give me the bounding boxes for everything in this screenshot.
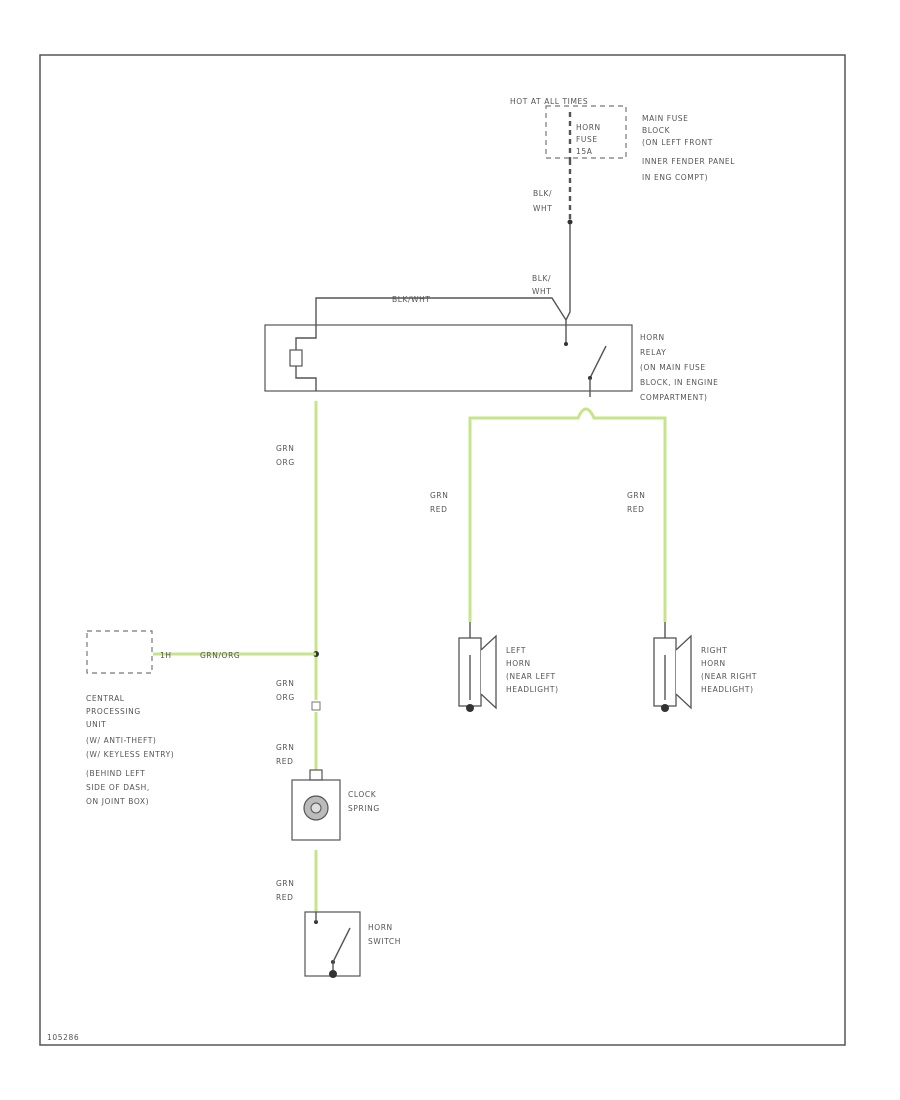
left-horn-desc-3: (NEAR LEFT	[506, 672, 556, 681]
horn-switch-desc-2: SWITCH	[368, 937, 401, 946]
main-fuse-block: HOT AT ALL TIMES HORN FUSE 15A MAIN FUSE…	[510, 97, 735, 182]
clock-spring-tab	[309, 769, 323, 781]
fuse-block-desc-1: MAIN FUSE	[642, 114, 689, 123]
fuse-block-outline	[545, 105, 627, 159]
hot-at-all-times-label: HOT AT ALL TIMES	[510, 97, 588, 106]
connector-small	[311, 701, 321, 711]
grn-org-2-b: ORG	[276, 693, 295, 702]
cpu-desc-6: (BEHIND LEFT	[86, 769, 145, 778]
horn-relay: HORN RELAY (ON MAIN FUSE BLOCK, IN ENGIN…	[264, 320, 718, 402]
right-horn: RIGHT HORN (NEAR RIGHT HEADLIGHT)	[653, 622, 757, 712]
relay-switch-arm	[589, 345, 607, 379]
right-horn-desc-2: HORN	[701, 659, 726, 668]
relay-coil-symbol	[289, 349, 303, 367]
horn-relay-desc-4: BLOCK, IN ENGINE	[640, 378, 718, 387]
relay-contact-top	[564, 342, 568, 346]
left-horn-desc-1: LEFT	[506, 646, 526, 655]
grn-org-2-a: GRN	[276, 679, 294, 688]
horn-switch: HORN SWITCH	[304, 911, 401, 978]
blk-wht-mid-2: WHT	[532, 287, 551, 296]
grn-org-1-b: ORG	[276, 458, 295, 467]
grn-red-3-a: GRN	[276, 743, 294, 752]
right-horn-ground	[661, 704, 669, 712]
left-horn-ground	[466, 704, 474, 712]
right-horn-desc-3: (NEAR RIGHT	[701, 672, 757, 681]
left-horn-desc-2: HORN	[506, 659, 531, 668]
horn-fuse-label-2: FUSE	[576, 135, 598, 144]
blk-wht-horizontal-wire	[315, 297, 567, 325]
grn-red-left-1: GRN	[430, 491, 448, 500]
horn-relay-desc-2: RELAY	[640, 348, 666, 357]
right-horn-desc-1: RIGHT	[701, 646, 727, 655]
blk-wht-horizontal-label: BLK/WHT	[392, 295, 431, 304]
right-horn-desc-4: HEADLIGHT)	[701, 685, 754, 694]
cpu-pin-label: 1H	[160, 651, 172, 660]
cpu-desc-3: UNIT	[86, 720, 106, 729]
cpu-desc-2: PROCESSING	[86, 707, 141, 716]
grn-red-3-b: RED	[276, 757, 294, 766]
horn-relay-outline	[264, 324, 633, 392]
fuse-block-desc-5: IN ENG COMPT)	[642, 173, 708, 182]
cpu-desc-7: SIDE OF DASH,	[86, 783, 150, 792]
figure-code: 105286	[47, 1033, 79, 1042]
horn-switch-ground	[329, 970, 337, 978]
cpu-wire-label: GRN/ORG	[200, 651, 240, 660]
horn-relay-desc-5: COMPARTMENT)	[640, 393, 708, 402]
grn-red-right-2: RED	[627, 505, 645, 514]
cpu-desc-5: (W/ KEYLESS ENTRY)	[86, 750, 174, 759]
fuse-block-desc-4: INNER FENDER PANEL	[642, 157, 735, 166]
grn-red-left-2: RED	[430, 505, 448, 514]
horn-fuse-label-3: 15A	[576, 147, 593, 156]
horn-switch-desc-1: HORN	[368, 923, 393, 932]
diagram-frame	[39, 54, 846, 1046]
clock-spring-body	[291, 779, 341, 841]
grn-red-wire-to-horns	[468, 407, 667, 622]
grn-red-4-a: GRN	[276, 879, 294, 888]
left-horn: LEFT HORN (NEAR LEFT HEADLIGHT)	[458, 622, 559, 712]
clock-spring: CLOCK SPRING	[291, 769, 380, 841]
central-processing-unit: CENTRAL PROCESSING UNIT (W/ ANTI-THEFT) …	[86, 630, 174, 806]
blk-wht-top-2: WHT	[533, 204, 552, 213]
fuse-block-desc-2: BLOCK	[642, 126, 671, 135]
blk-wht-wire-to-relay	[565, 224, 571, 321]
grn-red-4-b: RED	[276, 893, 294, 902]
horn-fuse-label-1: HORN	[576, 123, 601, 132]
horn-relay-desc-3: (ON MAIN FUSE	[640, 363, 706, 372]
horn-relay-desc-1: HORN	[640, 333, 665, 342]
clock-spring-desc-2: SPRING	[348, 804, 380, 813]
clock-spring-desc-1: CLOCK	[348, 790, 377, 799]
cpu-desc-1: CENTRAL	[86, 694, 125, 703]
cpu-desc-8: ON JOINT BOX)	[86, 797, 149, 806]
blk-wht-mid-1: BLK/	[532, 274, 551, 283]
fuse-block-desc-3: (ON LEFT FRONT	[642, 138, 713, 147]
left-horn-bell	[480, 634, 497, 710]
right-horn-bell	[675, 634, 692, 710]
clock-spring-coil-inner	[310, 802, 322, 814]
left-horn-desc-4: HEADLIGHT)	[506, 685, 559, 694]
grn-red-right-1: GRN	[627, 491, 645, 500]
cpu-desc-4: (W/ ANTI-THEFT)	[86, 736, 156, 745]
connector-dot-1	[567, 219, 573, 225]
blk-wht-top-1: BLK/	[533, 189, 552, 198]
cpu-outline	[86, 630, 153, 674]
grn-org-1-a: GRN	[276, 444, 294, 453]
horn-switch-arm	[332, 927, 351, 963]
